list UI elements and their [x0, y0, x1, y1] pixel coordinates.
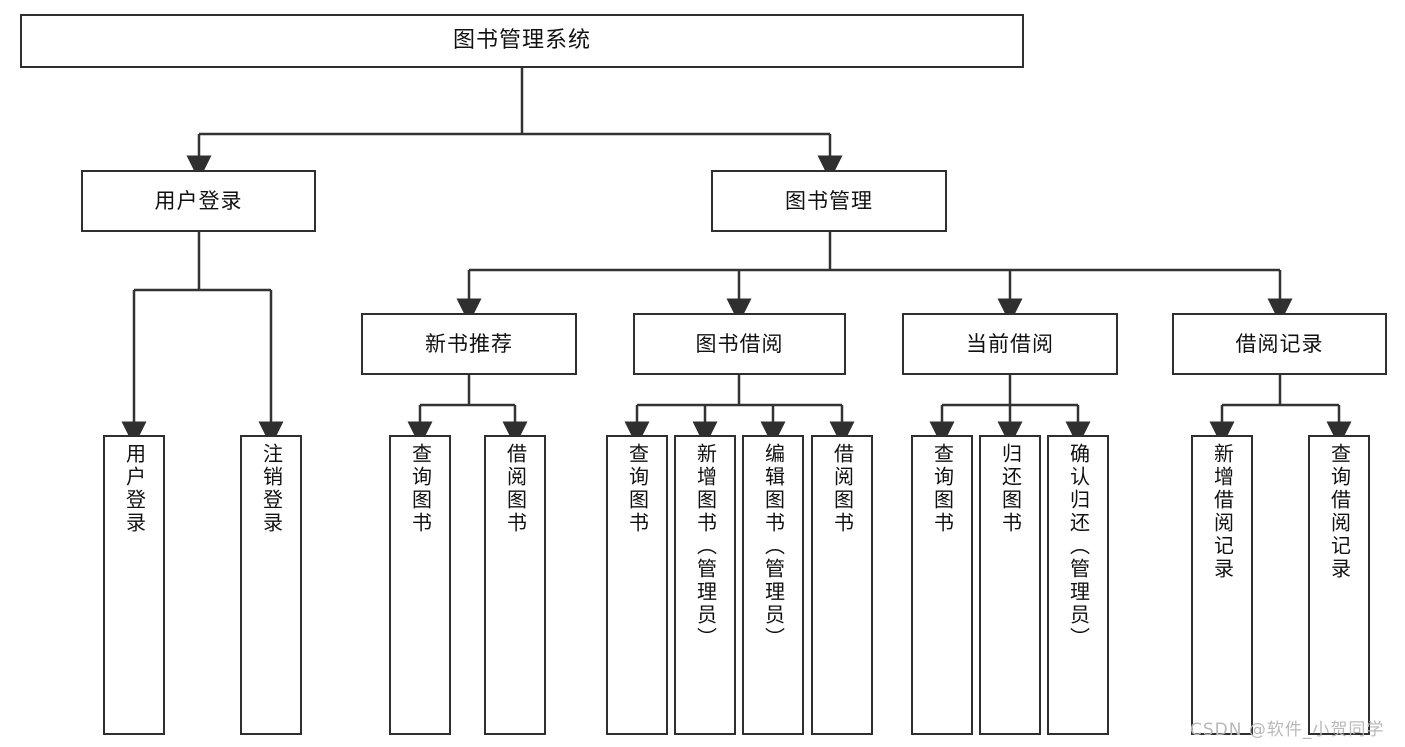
leaf-add-book-admin[interactable]: 新增图书（管理员）: [674, 435, 736, 735]
leaf-query-book-current[interactable]: 查询图书: [911, 435, 973, 735]
node-root-system[interactable]: 图书管理系统: [20, 14, 1024, 68]
node-label: 当前借阅: [966, 331, 1054, 356]
leaf-confirm-return-admin[interactable]: 确认归还（管理员）: [1047, 435, 1109, 735]
leaf-add-borrow-record[interactable]: 新增借阅记录: [1191, 435, 1253, 735]
node-label: 新增图书（管理员）: [693, 443, 718, 650]
node-label: 用户登录: [154, 188, 243, 213]
node-label: 编辑图书（管理员）: [761, 443, 786, 650]
leaf-query-book-borrow[interactable]: 查询图书: [606, 435, 668, 735]
node-label: 查询图书: [930, 443, 955, 535]
node-user-login[interactable]: 用户登录: [81, 170, 316, 232]
leaf-edit-book-admin[interactable]: 编辑图书（管理员）: [742, 435, 804, 735]
node-label: 查询图书: [408, 443, 433, 535]
node-label: 图书管理系统: [452, 28, 591, 54]
leaf-borrow-book-recommend[interactable]: 借阅图书: [484, 435, 546, 735]
leaf-logout[interactable]: 注销登录: [240, 435, 302, 735]
node-label: 图书借阅: [695, 331, 784, 356]
node-label: 归还图书: [998, 443, 1023, 535]
node-label: 借阅记录: [1235, 331, 1324, 356]
leaf-return-book[interactable]: 归还图书: [979, 435, 1041, 735]
leaf-borrow-book[interactable]: 借阅图书: [811, 435, 873, 735]
node-borrow-records[interactable]: 借阅记录: [1172, 313, 1387, 375]
node-label: 图书管理: [785, 188, 873, 213]
node-book-management[interactable]: 图书管理: [711, 170, 947, 232]
leaf-user-login[interactable]: 用户登录: [103, 435, 165, 735]
watermark-text: CSDN @软件_小贺同学: [1190, 720, 1385, 740]
node-current-borrow[interactable]: 当前借阅: [902, 313, 1118, 375]
node-label: 确认归还（管理员）: [1066, 443, 1091, 650]
node-label: 查询图书: [625, 443, 650, 535]
leaf-query-borrow-record[interactable]: 查询借阅记录: [1308, 435, 1370, 735]
node-label: 借阅图书: [503, 443, 528, 535]
node-book-borrow[interactable]: 图书借阅: [633, 313, 846, 375]
node-label: 借阅图书: [830, 443, 855, 535]
node-label: 查询借阅记录: [1327, 443, 1352, 581]
node-new-book-recommend[interactable]: 新书推荐: [361, 313, 577, 375]
node-label: 新书推荐: [425, 331, 513, 356]
node-label: 用户登录: [122, 443, 147, 535]
node-label: 注销登录: [259, 443, 284, 535]
leaf-query-book-recommend[interactable]: 查询图书: [389, 435, 451, 735]
node-label: 新增借阅记录: [1210, 443, 1235, 581]
